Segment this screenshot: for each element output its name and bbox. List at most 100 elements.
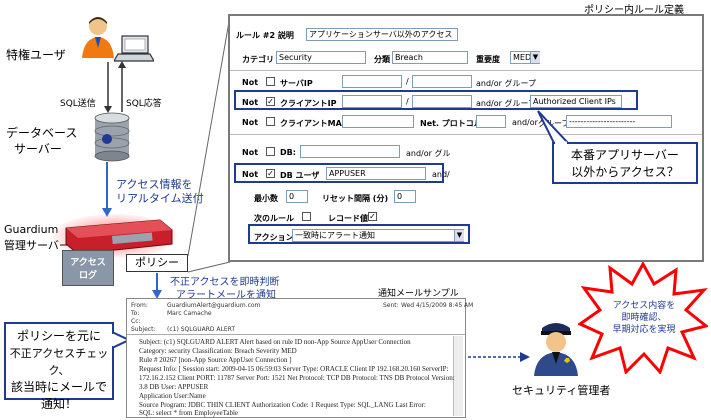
mail-sample-label: 通知メールサンプル — [378, 289, 459, 299]
record-value-checkbox[interactable]: ✓ — [368, 212, 377, 221]
callout-left-line-3: 該当時にメールで — [10, 380, 107, 394]
net-protocol-group-select[interactable]: ----------------------- — [566, 115, 672, 128]
callout-right-line-1: 本番アプリサーバー — [571, 148, 679, 162]
mail-body-line-6: 3.8 DB User: APPUSER — [139, 383, 209, 391]
server-ip-label: サーバIP — [280, 79, 313, 88]
mail-to-admin-arrow — [468, 352, 530, 362]
burst-line-3: 早期対応を実現 — [612, 325, 676, 335]
net-protocol-group-label: グループ — [538, 119, 570, 128]
db-user-highlight — [234, 163, 444, 183]
database-server-icon — [94, 112, 130, 162]
net-protocol-input[interactable] — [476, 115, 506, 128]
callout-right: 本番アプリサーバー 以外からアクセス？ — [552, 142, 698, 184]
realtime-label-1: アクセス情報を — [116, 178, 193, 191]
not-client-ip-checkbox[interactable]: ✓ — [266, 97, 275, 106]
access-log-label-2: ログ — [78, 271, 97, 281]
rule-description-input[interactable]: アプリケーションサーバ以外のアクセス — [306, 28, 458, 41]
mail-from-label: From: — [131, 302, 148, 309]
db-input[interactable] — [300, 145, 400, 158]
privileged-user-label: 特権ユーザ — [6, 48, 66, 62]
severity-value: MED — [513, 53, 532, 62]
starburst-shape — [578, 262, 708, 374]
action-label: アクション — [254, 233, 294, 242]
client-ip-highlight — [234, 90, 638, 110]
callout-left: ポリシーを元に 不正アクセスチェック、 該当時にメールで 通知！ — [4, 322, 114, 411]
mail-to-label: To: — [131, 310, 140, 317]
security-admin-icon — [534, 323, 578, 376]
reset-interval-label: リセット間隔 (分) — [322, 194, 389, 203]
realtime-arrow — [102, 162, 112, 217]
callout-left-line-2: 不正アクセスチェック、 — [9, 347, 109, 377]
severity-dropdown-icon[interactable]: ▼ — [530, 52, 540, 63]
mail-body-line-8: Source Program: JDBC THIN CLIENT Authori… — [139, 401, 426, 409]
mail-body-line-5: 172.16.2.152 Client PORT: 11787 Server P… — [139, 374, 455, 382]
mail-body-line-4: Request Info: [ Session start: 2009-04-1… — [139, 365, 449, 373]
mail-cc-label: Cc: — [131, 318, 141, 325]
not-label-server: Not — [242, 78, 259, 87]
db-server-label-1: データベース — [6, 126, 78, 140]
callout-left-line-1: ポリシーを元に — [16, 329, 101, 343]
action-dropdown-icon[interactable]: ▼ — [454, 230, 464, 241]
instant-judge-label-2: アラートメールを通知 — [176, 290, 276, 301]
db-user-input[interactable]: APPUSER — [326, 167, 426, 180]
sql-arrows — [104, 61, 126, 113]
db-server-label-2: サーバー — [14, 142, 62, 156]
server-ip-mask-input[interactable] — [412, 75, 472, 88]
min-count-label: 最小数 — [254, 194, 278, 203]
guardium-label-2: 管理サーバー — [4, 239, 70, 252]
security-admin-label: セキュリティ管理者 — [512, 384, 611, 397]
sql-reply-label: SQL応答 — [126, 99, 162, 109]
callout-right-pointer — [537, 110, 571, 145]
mail-body-line-3: Rule # 20267 [non-App Source AppUser Con… — [139, 356, 292, 364]
db-label: DB: — [280, 148, 296, 157]
min-count-input[interactable]: 0 — [286, 190, 308, 203]
callout-left-line-4: 通知！ — [40, 397, 77, 411]
callout-left-pointer — [112, 330, 130, 350]
client-ip-label: クライアントIP — [280, 99, 337, 108]
mail-subject-value: (c1) SQLGUARD ALERT — [167, 326, 236, 333]
record-value-label: レコード値 — [328, 214, 368, 223]
mail-body-line-1: Subject: (c1) SQLGUARD ALERT Alert based… — [139, 338, 411, 346]
mail-sent-label: Sent: — [383, 302, 399, 309]
not-label-db: Not — [242, 148, 259, 157]
policy-window: ルール #2 説明 アプリケーションサーバ以外のアクセス カテゴリ Securi… — [228, 14, 704, 262]
burst-line-1: アクセス内容を — [612, 301, 676, 311]
policy-tab[interactable]: ポリシー — [126, 254, 188, 272]
not-client-mac-checkbox[interactable] — [266, 117, 275, 126]
mail-to-value: Marc Camache — [167, 310, 212, 317]
next-rule-checkbox[interactable] — [302, 212, 311, 221]
not-server-ip-checkbox[interactable] — [266, 77, 275, 86]
client-mac-input[interactable] — [342, 115, 414, 128]
not-db-user-checkbox[interactable]: ✓ — [266, 169, 275, 178]
mail-scrollbar[interactable] — [453, 336, 463, 416]
not-label-dbuser: Not — [242, 170, 259, 179]
db-andor: and/or グル — [406, 149, 451, 158]
guardium-server-icon — [53, 214, 177, 258]
separator-1 — [230, 70, 702, 71]
instant-judge-label-1: 不正アクセスを即時判断 — [170, 277, 280, 288]
client-ip-mask-input[interactable] — [412, 95, 472, 108]
not-label-mac: Not — [242, 118, 259, 127]
action-highlight — [248, 224, 470, 244]
guardium-label-1: Guardium — [4, 223, 59, 236]
net-protocol-label: Net. プロトコル — [420, 119, 482, 128]
access-log-box: アクセス ログ — [62, 250, 114, 286]
severity-label: 重要度 — [476, 55, 500, 64]
client-ip-input[interactable] — [342, 95, 402, 108]
category-label: カテゴリ — [242, 55, 274, 64]
category-input[interactable]: Security — [276, 51, 366, 64]
burst-text: アクセス内容を 即時確認、 早期対応を実現 — [600, 300, 688, 336]
server-ip-input[interactable] — [342, 75, 402, 88]
alert-arrow — [152, 273, 162, 299]
laptop-icon — [114, 35, 154, 62]
class-input[interactable]: Breach — [392, 51, 468, 64]
reset-interval-input[interactable]: 0 — [394, 190, 416, 203]
not-label-client: Not — [242, 98, 259, 107]
rule-label: ルール #2 説明 — [236, 31, 294, 40]
class-label: 分類 — [374, 55, 390, 64]
callout-right-line-2: 以外からアクセス？ — [571, 165, 679, 179]
burst-line-2: 即時確認、 — [621, 313, 667, 323]
client-ip-group-input[interactable]: Authorized Client IPs — [530, 95, 622, 108]
not-db-checkbox[interactable] — [266, 147, 275, 156]
client-mac-label: クライアントMAC — [280, 119, 348, 128]
